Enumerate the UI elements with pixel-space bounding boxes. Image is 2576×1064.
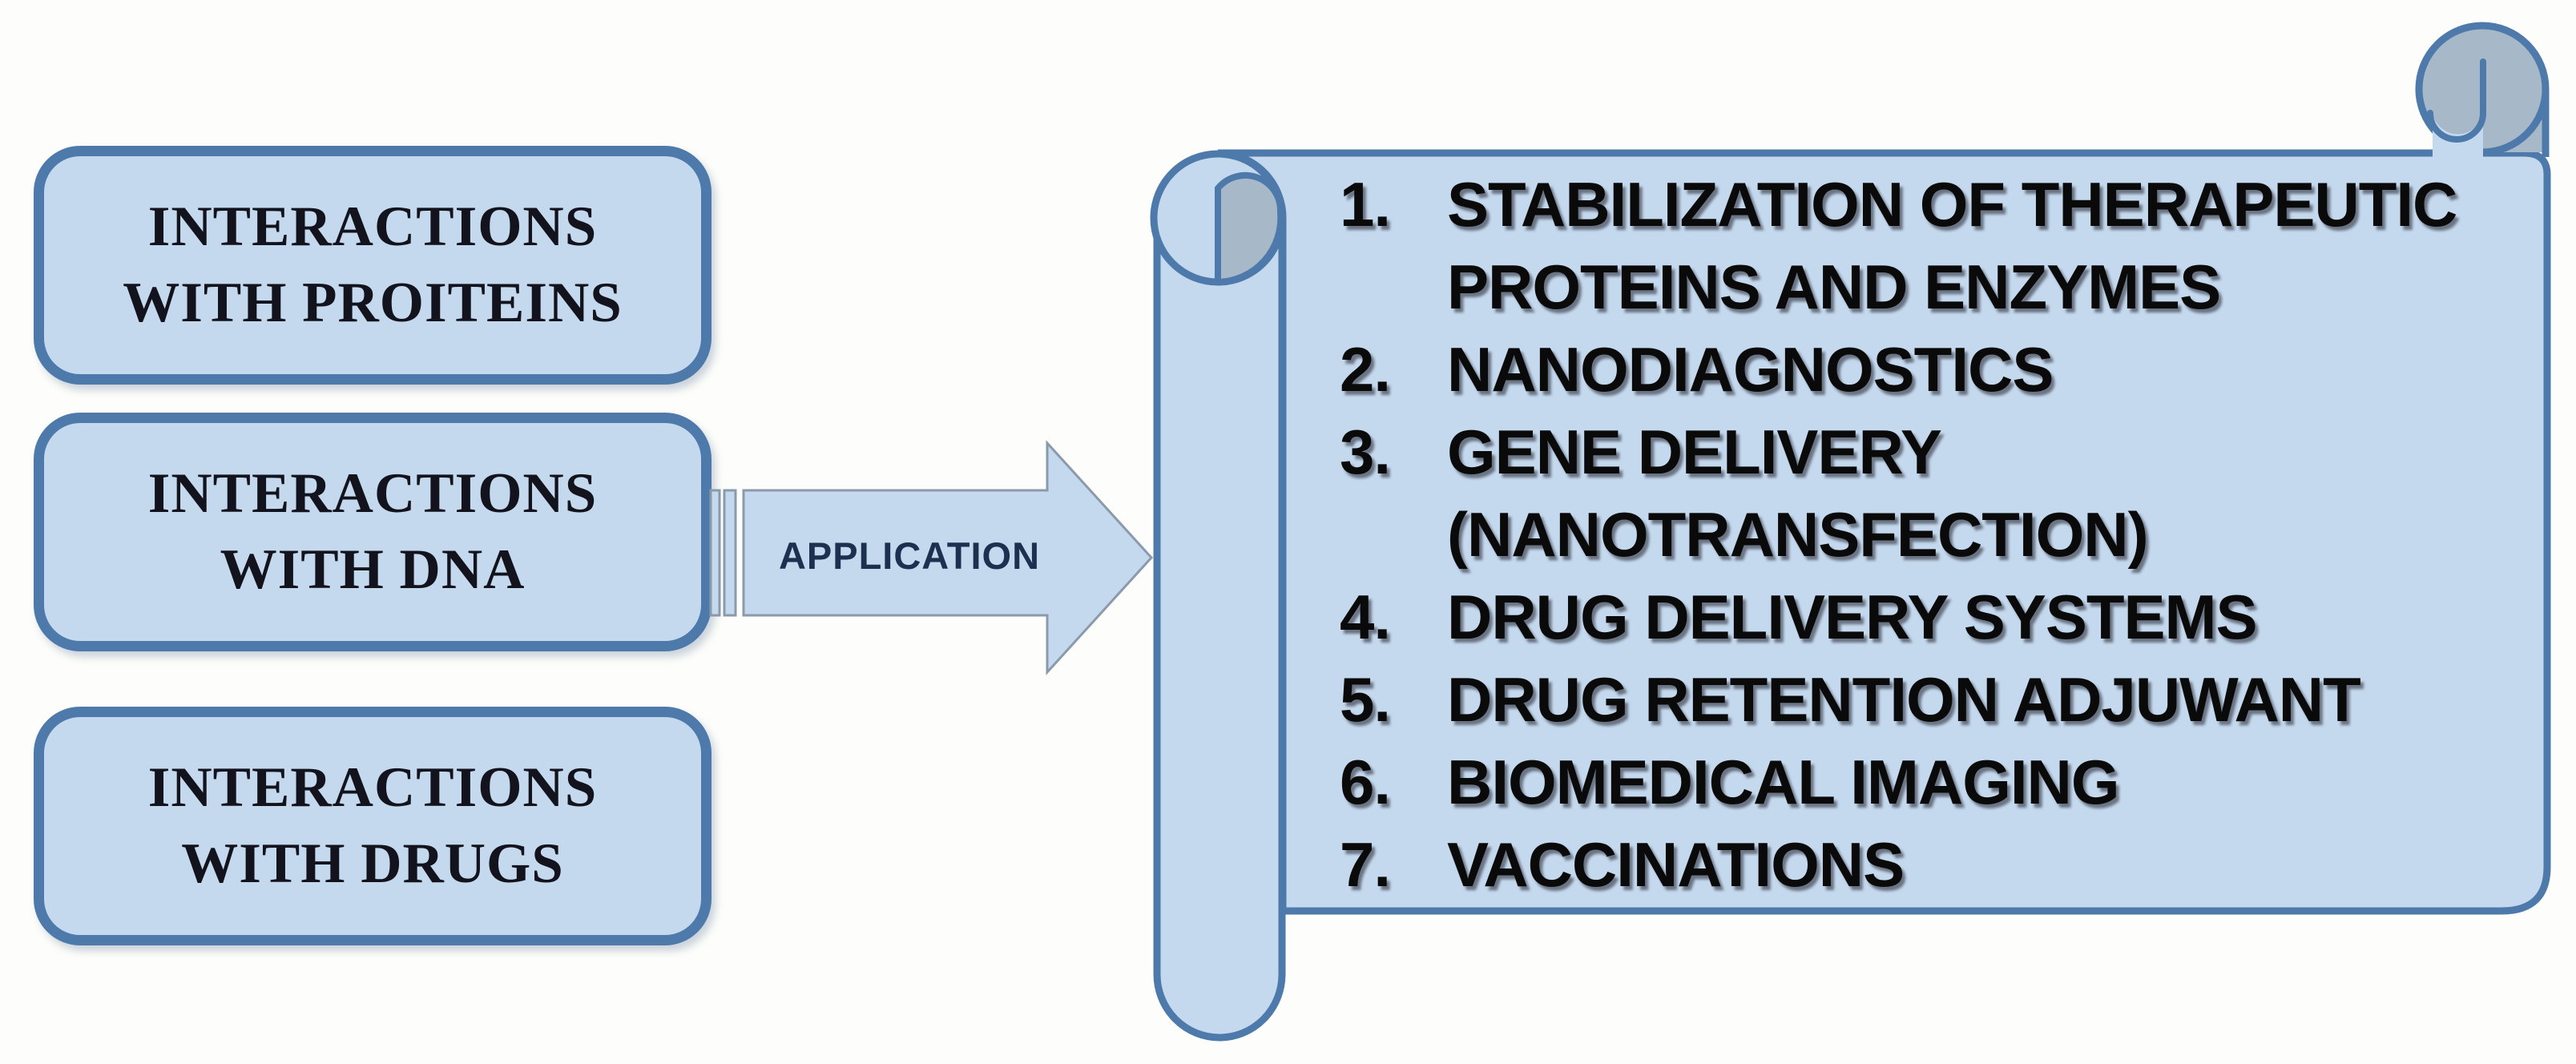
list-text: (NANOTRANSFECTION)	[1447, 499, 2149, 570]
scroll-right-curl-slot	[2433, 113, 2483, 157]
scroll-list-row: (NANOTRANSFECTION)	[1340, 502, 2526, 566]
box-text-line: INTERACTIONS	[147, 195, 598, 258]
list-text: GENE DELIVERY	[1447, 417, 1942, 487]
scroll-list-row: 4. DRUG DELIVERY SYSTEMS	[1340, 585, 2526, 649]
list-text: NANODIAGNOSTICS	[1447, 334, 2054, 405]
list-number	[1340, 255, 1447, 319]
scroll-right-curl-wedge	[2482, 89, 2546, 152]
scroll-list-row: 3. GENE DELIVERY	[1340, 420, 2526, 484]
scroll-left-roll-strip	[1153, 218, 1286, 1042]
box-text-line: INTERACTIONS	[147, 462, 598, 525]
list-text: DRUG DELIVERY SYSTEMS	[1447, 582, 2258, 652]
arrow-stripe-1	[709, 489, 721, 617]
arrow-stripe-2	[723, 489, 737, 617]
box-text-line: WITH DRUGS	[181, 832, 564, 895]
box-text-line: WITH DNA	[220, 538, 526, 601]
scroll-list-row: 1. STABILIZATION OF THERAPEUTIC	[1340, 172, 2526, 236]
scroll-list-row: 6. BIOMEDICAL IMAGING	[1340, 750, 2526, 814]
list-number: 3.	[1340, 417, 1391, 487]
box-interactions-with-drugs: INTERACTIONS WITH DRUGS	[34, 707, 712, 945]
list-number: 1.	[1340, 169, 1391, 240]
arrow-body	[742, 440, 1154, 675]
list-number: 6.	[1340, 747, 1391, 817]
box-interactions-with-dna: INTERACTIONS WITH DNA	[34, 413, 712, 651]
box-text-line: WITH PROITEINS	[123, 272, 623, 334]
scroll-list-row: 7. VACCINATIONS	[1340, 832, 2526, 897]
list-number: 5.	[1340, 664, 1391, 735]
arrow-label: APPLICATION	[778, 534, 1041, 577]
list-number: 2.	[1340, 334, 1391, 405]
list-text: DRUG RETENTION ADJUWANT	[1447, 664, 2361, 735]
list-number: 7.	[1340, 829, 1391, 900]
list-number: 4.	[1340, 582, 1391, 652]
list-text: VACCINATIONS	[1447, 829, 1905, 900]
scroll-right-curl-line	[2427, 58, 2486, 143]
list-text: STABILIZATION OF THERAPEUTIC	[1447, 169, 2457, 240]
box-interactions-with-proteins: INTERACTIONS WITH PROITEINS	[34, 146, 712, 385]
scroll-list-row: PROTEINS AND ENZYMES	[1340, 255, 2526, 319]
list-text: BIOMEDICAL IMAGING	[1447, 747, 2120, 817]
scroll-shape	[1150, 22, 2551, 1042]
list-text: PROTEINS AND ENZYMES	[1447, 252, 2221, 322]
scroll-left-curl-shadow	[1215, 171, 1284, 286]
list-number	[1340, 502, 1447, 566]
scroll-list-row: 2. NANODIAGNOSTICS	[1340, 337, 2526, 401]
striped-right-arrow-shape	[709, 440, 1154, 675]
box-text-line: INTERACTIONS	[147, 756, 598, 819]
scroll-list-row: 5. DRUG RETENTION ADJUWANT	[1340, 667, 2526, 732]
